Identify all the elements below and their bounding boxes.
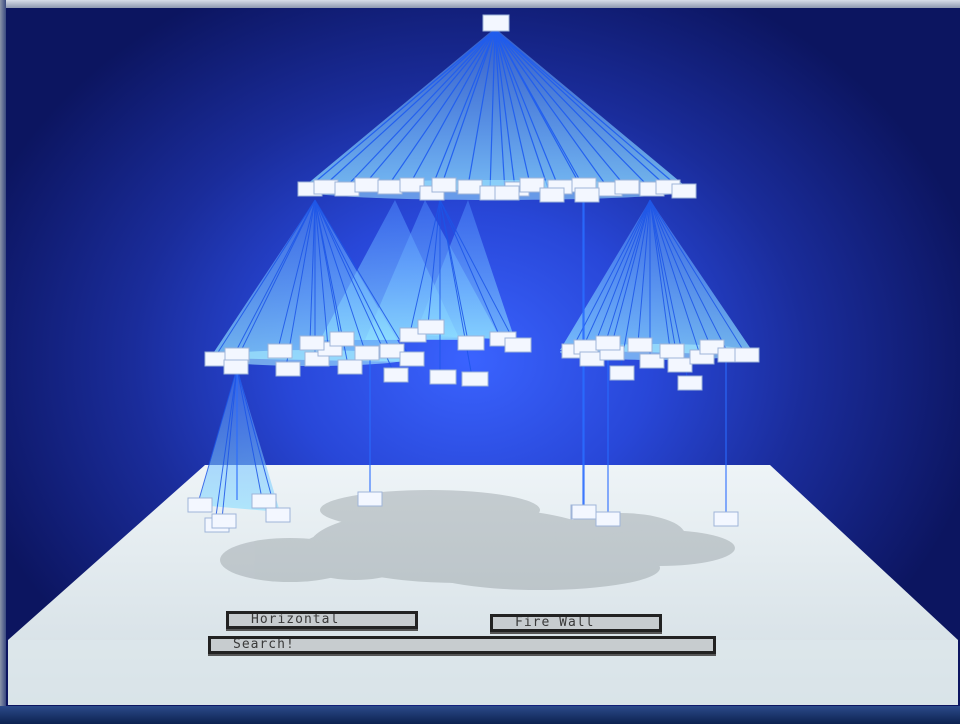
tree-node-root[interactable] — [483, 15, 509, 31]
tree-node-level3[interactable] — [596, 512, 620, 526]
tree-node-level3[interactable] — [358, 492, 382, 506]
tree-node-level2[interactable] — [628, 338, 652, 352]
monitor-bezel-left — [0, 0, 6, 724]
tree-node-level2[interactable] — [596, 336, 620, 350]
tree-node-level2[interactable] — [462, 372, 488, 386]
monitor-bezel-top — [0, 0, 960, 8]
tree-node-level3[interactable] — [266, 508, 290, 522]
tree-node-level3[interactable] — [572, 505, 596, 519]
tree-node-level2[interactable] — [430, 370, 456, 384]
monitor-bezel-bottom — [0, 706, 960, 724]
tree-node-level1[interactable] — [672, 184, 696, 198]
tree-node-level2[interactable] — [400, 352, 424, 366]
lower-left-cone — [198, 368, 280, 512]
tree-node-level1[interactable] — [540, 188, 564, 202]
tree-node-level3[interactable] — [212, 514, 236, 528]
tree-node-level2[interactable] — [330, 332, 354, 346]
tree-node-level3[interactable] — [188, 498, 212, 512]
tree-node-level1[interactable] — [432, 178, 456, 192]
tree-node-level1[interactable] — [378, 180, 402, 194]
tree-node-level2[interactable] — [668, 358, 692, 372]
tree-node-level2[interactable] — [505, 338, 531, 352]
tree-node-level2[interactable] — [610, 366, 634, 380]
tree-node-level3[interactable] — [714, 512, 738, 526]
tree-node-level2[interactable] — [276, 362, 300, 376]
horizontal-button[interactable]: Horizontal — [226, 611, 418, 629]
tree-node-level2[interactable] — [384, 368, 408, 382]
tree-node-level2[interactable] — [355, 346, 379, 360]
tree-node-level2[interactable] — [268, 344, 292, 358]
fire-wall-button[interactable]: Fire Wall — [490, 614, 662, 632]
tree-node-level2[interactable] — [224, 360, 248, 374]
tree-node-level2[interactable] — [660, 344, 684, 358]
tree-node-level2[interactable] — [300, 336, 324, 350]
tree-node-level1[interactable] — [615, 180, 639, 194]
tree-node-level2[interactable] — [418, 320, 444, 334]
tree-node-level1[interactable] — [575, 188, 599, 202]
search-input[interactable]: Search! — [208, 636, 716, 654]
tree-node-level2[interactable] — [458, 336, 484, 350]
root-cone — [300, 28, 690, 200]
tree-node-level3[interactable] — [252, 494, 276, 508]
tree-node-level1[interactable] — [314, 180, 338, 194]
tree-node-level1[interactable] — [458, 180, 482, 194]
tree-node-level2[interactable] — [678, 376, 702, 390]
tree-node-level1[interactable] — [495, 186, 519, 200]
tree-node-level2[interactable] — [735, 348, 759, 362]
tree-node-level2[interactable] — [338, 360, 362, 374]
tree-node-level1[interactable] — [355, 178, 379, 192]
